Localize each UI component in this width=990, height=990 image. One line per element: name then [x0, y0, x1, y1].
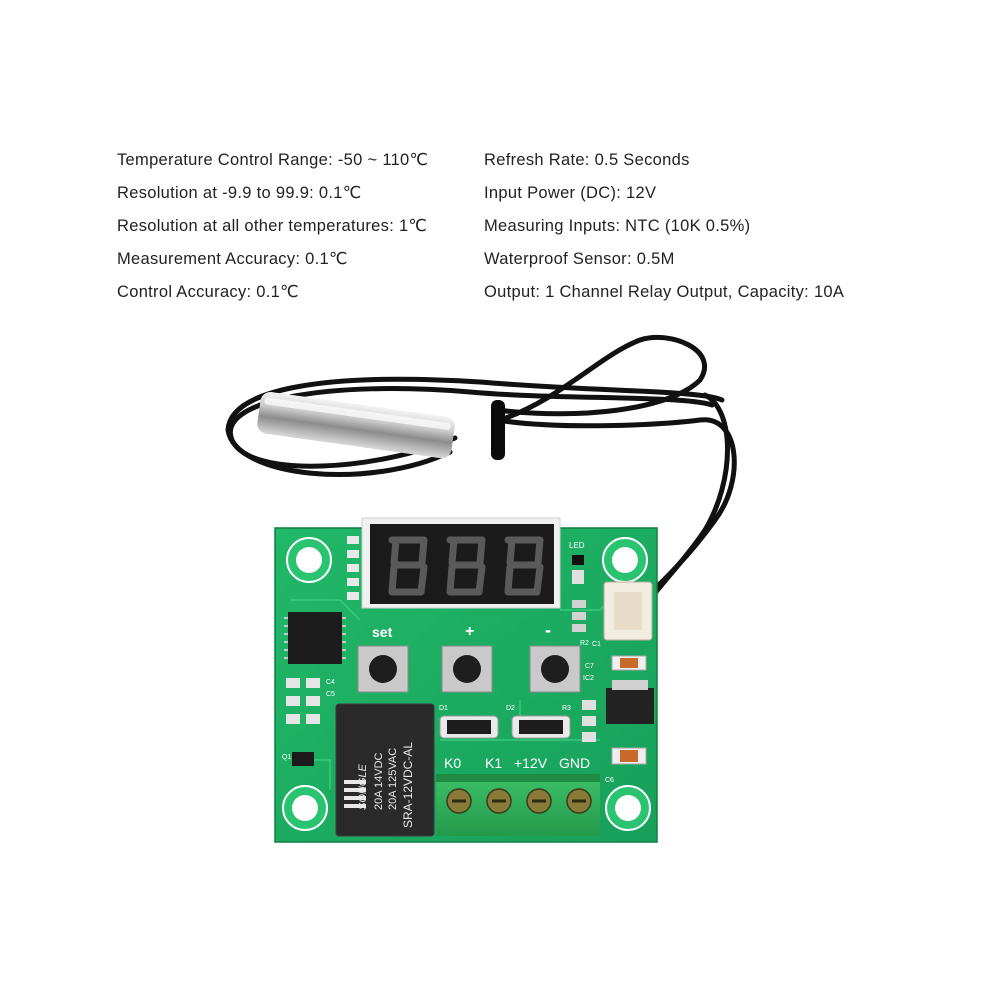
relay-model: SRA-12VDC-AL [401, 742, 415, 828]
terminal-label-12v: +12V [514, 755, 548, 771]
spec-measuring-inputs: Measuring Inputs: NTC (10K 0.5%) [484, 217, 751, 235]
diodes [439, 715, 571, 739]
silk-c5: C5 [326, 691, 335, 698]
terminal-label-gnd: GND [559, 755, 590, 771]
spec-output: Output: 1 Channel Relay Output, Capacity… [484, 283, 845, 301]
silk-c6: C6 [605, 777, 614, 784]
spec-resolution-other: Resolution at all other temperatures: 1℃ [117, 217, 428, 235]
minus-label: - [545, 620, 551, 640]
relay-rating-1: 20A 14VDC [373, 752, 385, 810]
smd-components [286, 536, 654, 766]
silk-c1: C1 [592, 641, 601, 648]
sensor-cable [225, 334, 737, 603]
sensor-connector [603, 581, 653, 641]
silk-c7: C7 [585, 663, 594, 670]
terminal-label-k1: K1 [485, 755, 502, 771]
screw-terminal-block[interactable] [436, 774, 600, 836]
relay-brand: SONGLE [357, 763, 369, 810]
silk-r2: R2 [580, 640, 589, 647]
spec-measurement-accuracy: Measurement Accuracy: 0.1℃ [117, 250, 348, 268]
plus-label: + [465, 623, 474, 640]
spec-list: Temperature Control Range: -50 ~ 110℃ Re… [0, 146, 990, 316]
spec-temperature-range: Temperature Control Range: -50 ~ 110℃ [117, 151, 429, 169]
plus-button[interactable] [441, 645, 493, 693]
spec-input-power: Input Power (DC): 12V [484, 184, 657, 202]
minus-button[interactable] [529, 645, 581, 693]
relay-logo-icon [344, 780, 366, 808]
silk-c4: C4 [326, 679, 335, 686]
temperature-probe [257, 391, 455, 459]
silk-r3: R3 [562, 705, 571, 712]
led-label: LED [569, 541, 585, 550]
silk-q1: Q1 [282, 754, 291, 761]
terminal-label-k0: K0 [444, 755, 461, 771]
seven-segment-display [361, 517, 561, 609]
microcontroller-chip [284, 612, 346, 664]
cable-tie [491, 400, 505, 460]
silk-d2: D2 [506, 705, 515, 712]
relay-rating-2: 20A 125VAC [387, 748, 399, 810]
relay: SONGLE 20A 14VDC 20A 125VAC SRA-12VDC-AL [335, 703, 435, 837]
display-digits [388, 536, 544, 596]
spec-refresh-rate: Refresh Rate: 0.5 Seconds [484, 151, 690, 169]
silk-d1: D1 [439, 705, 448, 712]
silk-ic2: IC2 [583, 675, 594, 682]
set-button[interactable] [357, 645, 409, 693]
pcb-board: set + - LED D1 D2 R3 C1 R2 C7 IC2 C4 C5 … [274, 517, 658, 843]
mounting-holes [282, 537, 651, 831]
spec-resolution-narrow: Resolution at -9.9 to 99.9: 0.1℃ [117, 184, 362, 202]
spec-control-accuracy: Control Accuracy: 0.1℃ [117, 283, 299, 301]
spec-waterproof-sensor: Waterproof Sensor: 0.5M [484, 250, 675, 268]
set-label: set [372, 624, 393, 640]
